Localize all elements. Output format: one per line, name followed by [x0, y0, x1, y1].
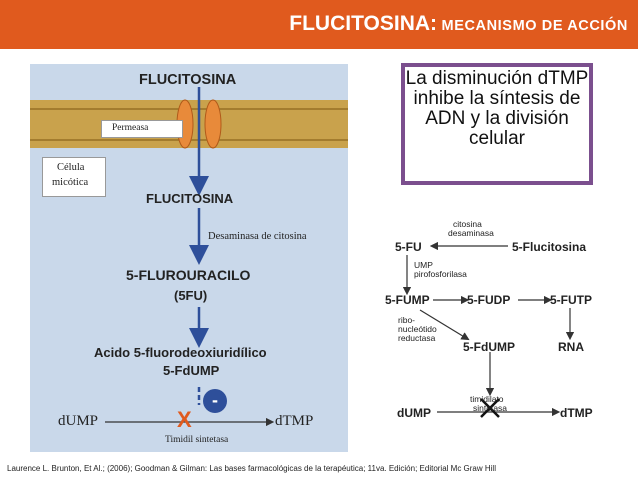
rd-dtmp: dTMP: [560, 406, 593, 420]
rd-dump: dUMP: [397, 406, 431, 420]
celula-box: Célula micótica: [42, 157, 106, 197]
label-dump-left: dUMP: [58, 413, 99, 429]
slide-title-main: FLUCITOSINA:: [289, 12, 438, 35]
label-acido: Acido 5-fluorodeoxiuridílico: [94, 345, 267, 360]
slide-title-sub: MECANISMO DE ACCIÓN: [441, 18, 628, 34]
label-micotica: micótica: [52, 177, 89, 188]
header-bar: FLUCITOSINA: MECANISMO DE ACCIÓN: [0, 0, 638, 49]
rd-5fu: 5-FU: [395, 240, 422, 254]
rd-5fump: 5-FUMP: [385, 293, 430, 307]
permeasa-box: Permeasa: [101, 120, 183, 138]
rd-citosina: citosina: [453, 219, 482, 229]
label-fluorouracilo: 5-FLUROURACILO: [126, 267, 251, 283]
rd-inhibit-x-2: [480, 398, 500, 418]
rd-reductasa: reductasa: [398, 333, 436, 343]
rd-5futp: 5-FUTP: [550, 293, 592, 307]
rd-rna: RNA: [558, 340, 584, 354]
label-flucitosina-top: FLUCITOSINA: [139, 72, 237, 88]
callout-box: La disminución dTMP inhibe la síntesis d…: [401, 63, 593, 185]
label-fdump: 5-FdUMP: [163, 363, 220, 378]
label-timidil-sintetasa: Timidil sintetasa: [165, 435, 229, 445]
rd-arrow-fump-fdump: [419, 309, 470, 341]
rd-timidilato: timidilato: [470, 394, 504, 404]
inhibition-minus-badge: -: [203, 389, 227, 413]
label-permeasa: Permeasa: [112, 123, 149, 133]
rd-nucleotido: nucleótido: [398, 324, 437, 334]
rd-pirofosforilasa: pirofosforilasa: [414, 269, 467, 279]
rd-5fudp: 5-FUDP: [467, 293, 511, 307]
rd-sintetasa: sintetasa: [473, 403, 508, 413]
inhibition-x-mark: X: [177, 407, 192, 432]
label-flucitosina-inside: FLUCITOSINA: [146, 191, 234, 206]
slide-title: FLUCITOSINA: MECANISMO DE ACCIÓN: [289, 12, 628, 36]
label-desaminasa: Desaminasa de citosina: [208, 231, 307, 242]
callout-text: La disminución dTMP inhibe la síntesis d…: [405, 68, 589, 149]
label-celula: Célula: [57, 162, 85, 173]
rd-5fdump: 5-FdUMP: [463, 340, 515, 354]
label-dtmp-left: dTMP: [275, 413, 314, 429]
label-5fu: (5FU): [174, 288, 208, 303]
permease-channel-right: [204, 99, 222, 149]
rd-5flucitosina: 5-Flucitosina: [512, 240, 587, 254]
citation-footer: Laurence L. Brunton, Et Al.; (2006); Goo…: [7, 464, 496, 473]
rd-desaminasa: desaminasa: [448, 228, 494, 238]
rd-ribo: ribo-: [398, 315, 416, 325]
rd-ump: UMP: [414, 260, 433, 270]
